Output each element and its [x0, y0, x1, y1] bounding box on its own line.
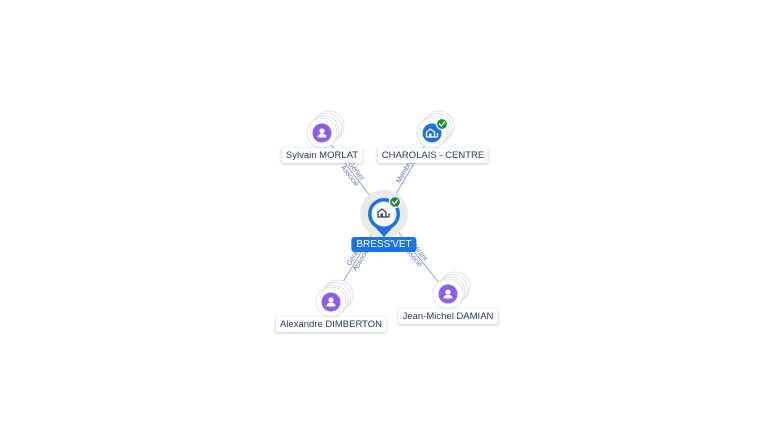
- building-icon: [425, 128, 439, 138]
- person-icon: [326, 297, 336, 307]
- center-label[interactable]: BRESS'VET: [351, 237, 417, 252]
- node-alexandre[interactable]: [315, 279, 354, 318]
- verified-check-icon: [388, 195, 402, 209]
- node-label-charolais[interactable]: CHAROLAIS - CENTRE: [377, 148, 489, 163]
- node-label-jeanmichel[interactable]: Jean-Michel DAMIAN: [398, 309, 498, 324]
- building-icon: [377, 208, 390, 218]
- person-icon: [443, 289, 453, 299]
- verified-check-icon: [435, 117, 449, 131]
- node-charolais[interactable]: [416, 110, 455, 149]
- person-icon: [317, 128, 327, 138]
- node-sylvain[interactable]: [306, 110, 345, 149]
- center-node[interactable]: [360, 190, 408, 238]
- node-label-sylvain[interactable]: Sylvain MORLAT: [281, 148, 363, 163]
- nodes-layer: [306, 110, 471, 318]
- node-jeanmichel[interactable]: [432, 271, 471, 310]
- node-label-alexandre[interactable]: Alexandre DIMBERTON: [275, 317, 387, 332]
